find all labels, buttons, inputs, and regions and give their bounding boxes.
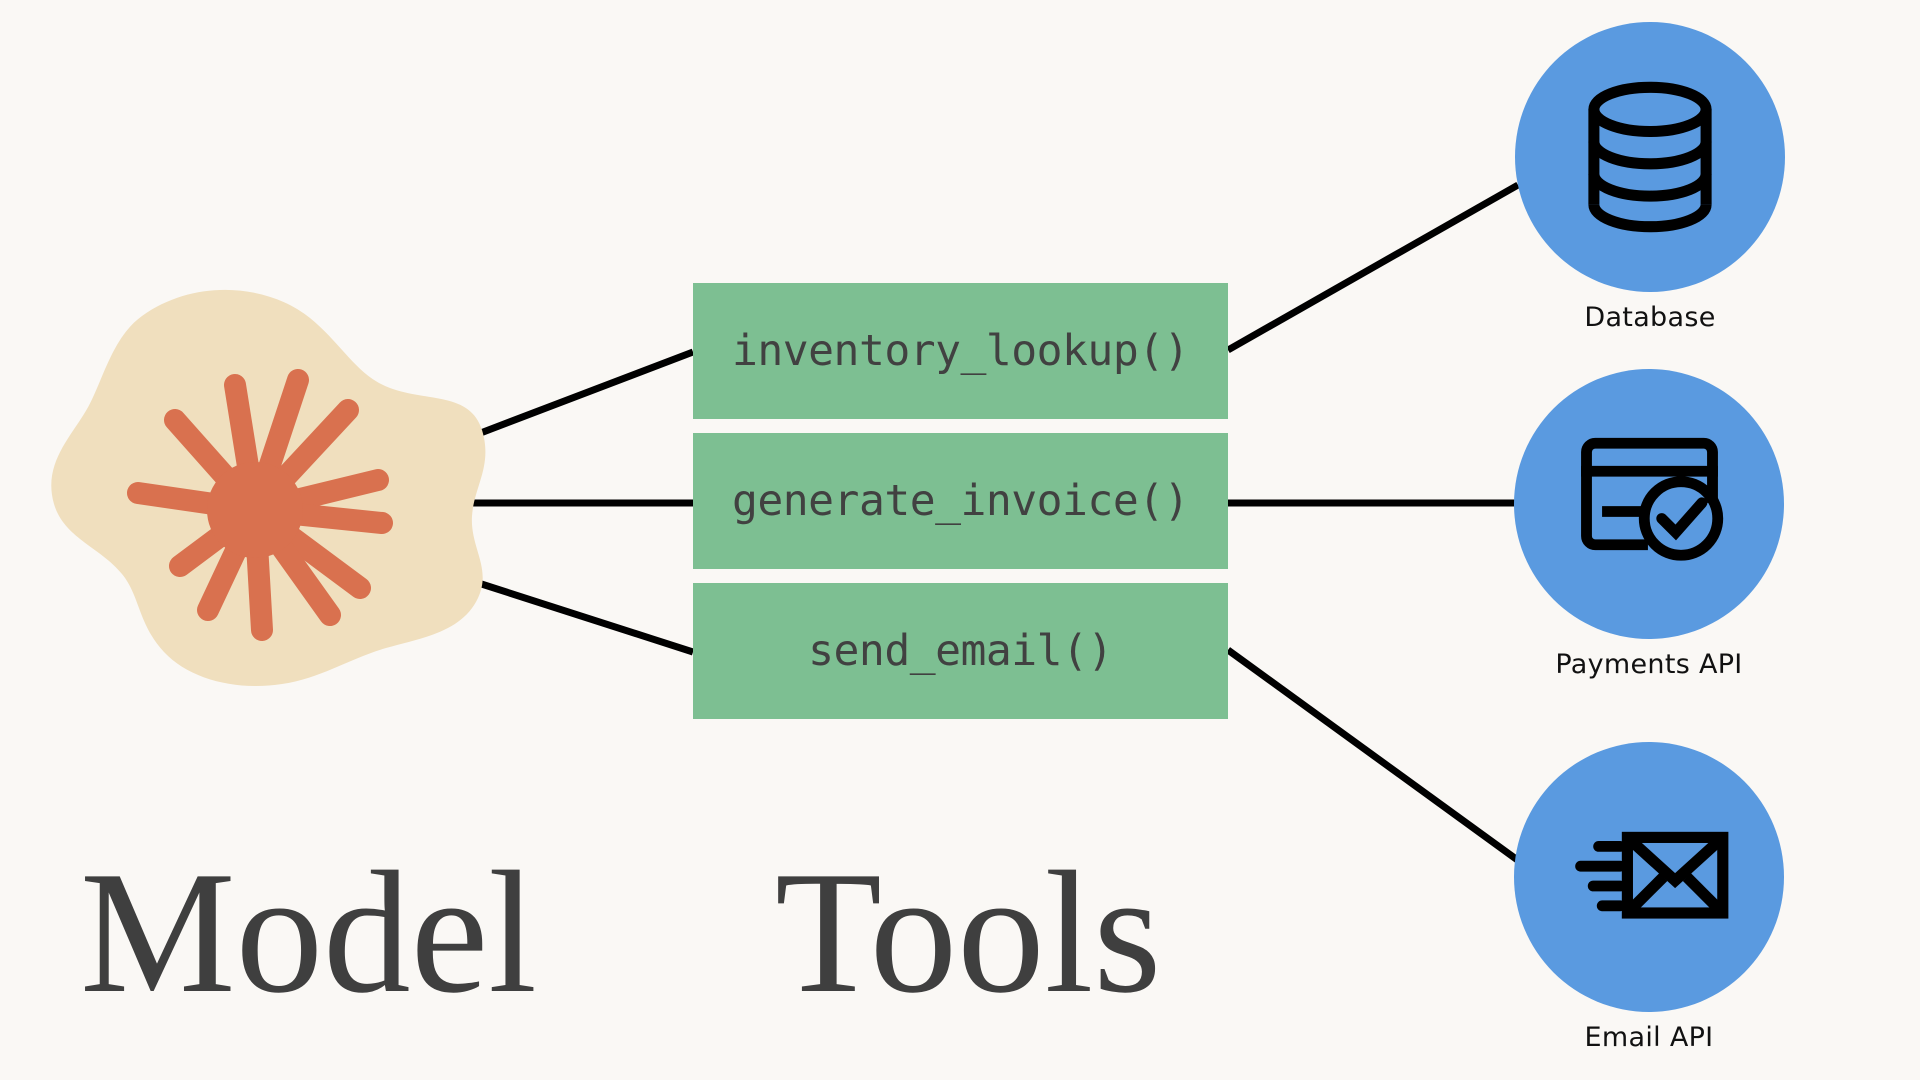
tool-box-label: inventory_lookup() bbox=[732, 325, 1190, 376]
group-caption-model: Model bbox=[80, 835, 537, 1029]
service-payments-api[interactable]: Payments API bbox=[1514, 369, 1784, 678]
database-cylinder-icon bbox=[1588, 81, 1712, 233]
group-caption-tools: Tools bbox=[775, 835, 1162, 1029]
edge-inventory-lookup-to-database bbox=[1226, 181, 1520, 354]
service-email-api[interactable]: Email API bbox=[1514, 742, 1784, 1051]
service-label: Payments API bbox=[1555, 649, 1743, 680]
service-circle bbox=[1515, 22, 1785, 292]
tool-box-send-email[interactable]: send_email() bbox=[693, 583, 1228, 719]
model-blob bbox=[51, 289, 486, 687]
envelope-speed-icon bbox=[1575, 831, 1729, 919]
credit-card-check-icon bbox=[1580, 437, 1723, 561]
service-circle bbox=[1514, 369, 1784, 639]
service-database[interactable]: Database bbox=[1515, 22, 1785, 331]
edge-model-to-send-email bbox=[467, 576, 695, 656]
tool-box-inventory-lookup[interactable]: inventory_lookup() bbox=[693, 283, 1228, 419]
asterisk-burst-icon bbox=[127, 369, 393, 641]
tool-box-label: generate_invoice() bbox=[732, 475, 1190, 526]
service-circle bbox=[1514, 742, 1784, 1012]
service-label: Email API bbox=[1584, 1022, 1714, 1053]
tool-box-label: send_email() bbox=[808, 625, 1113, 676]
edge-model-to-inventory-lookup bbox=[476, 348, 695, 438]
edge-send-email-to-email-api bbox=[1225, 647, 1526, 867]
tool-box-generate-invoice[interactable]: generate_invoice() bbox=[693, 433, 1228, 569]
service-label: Database bbox=[1584, 302, 1716, 333]
